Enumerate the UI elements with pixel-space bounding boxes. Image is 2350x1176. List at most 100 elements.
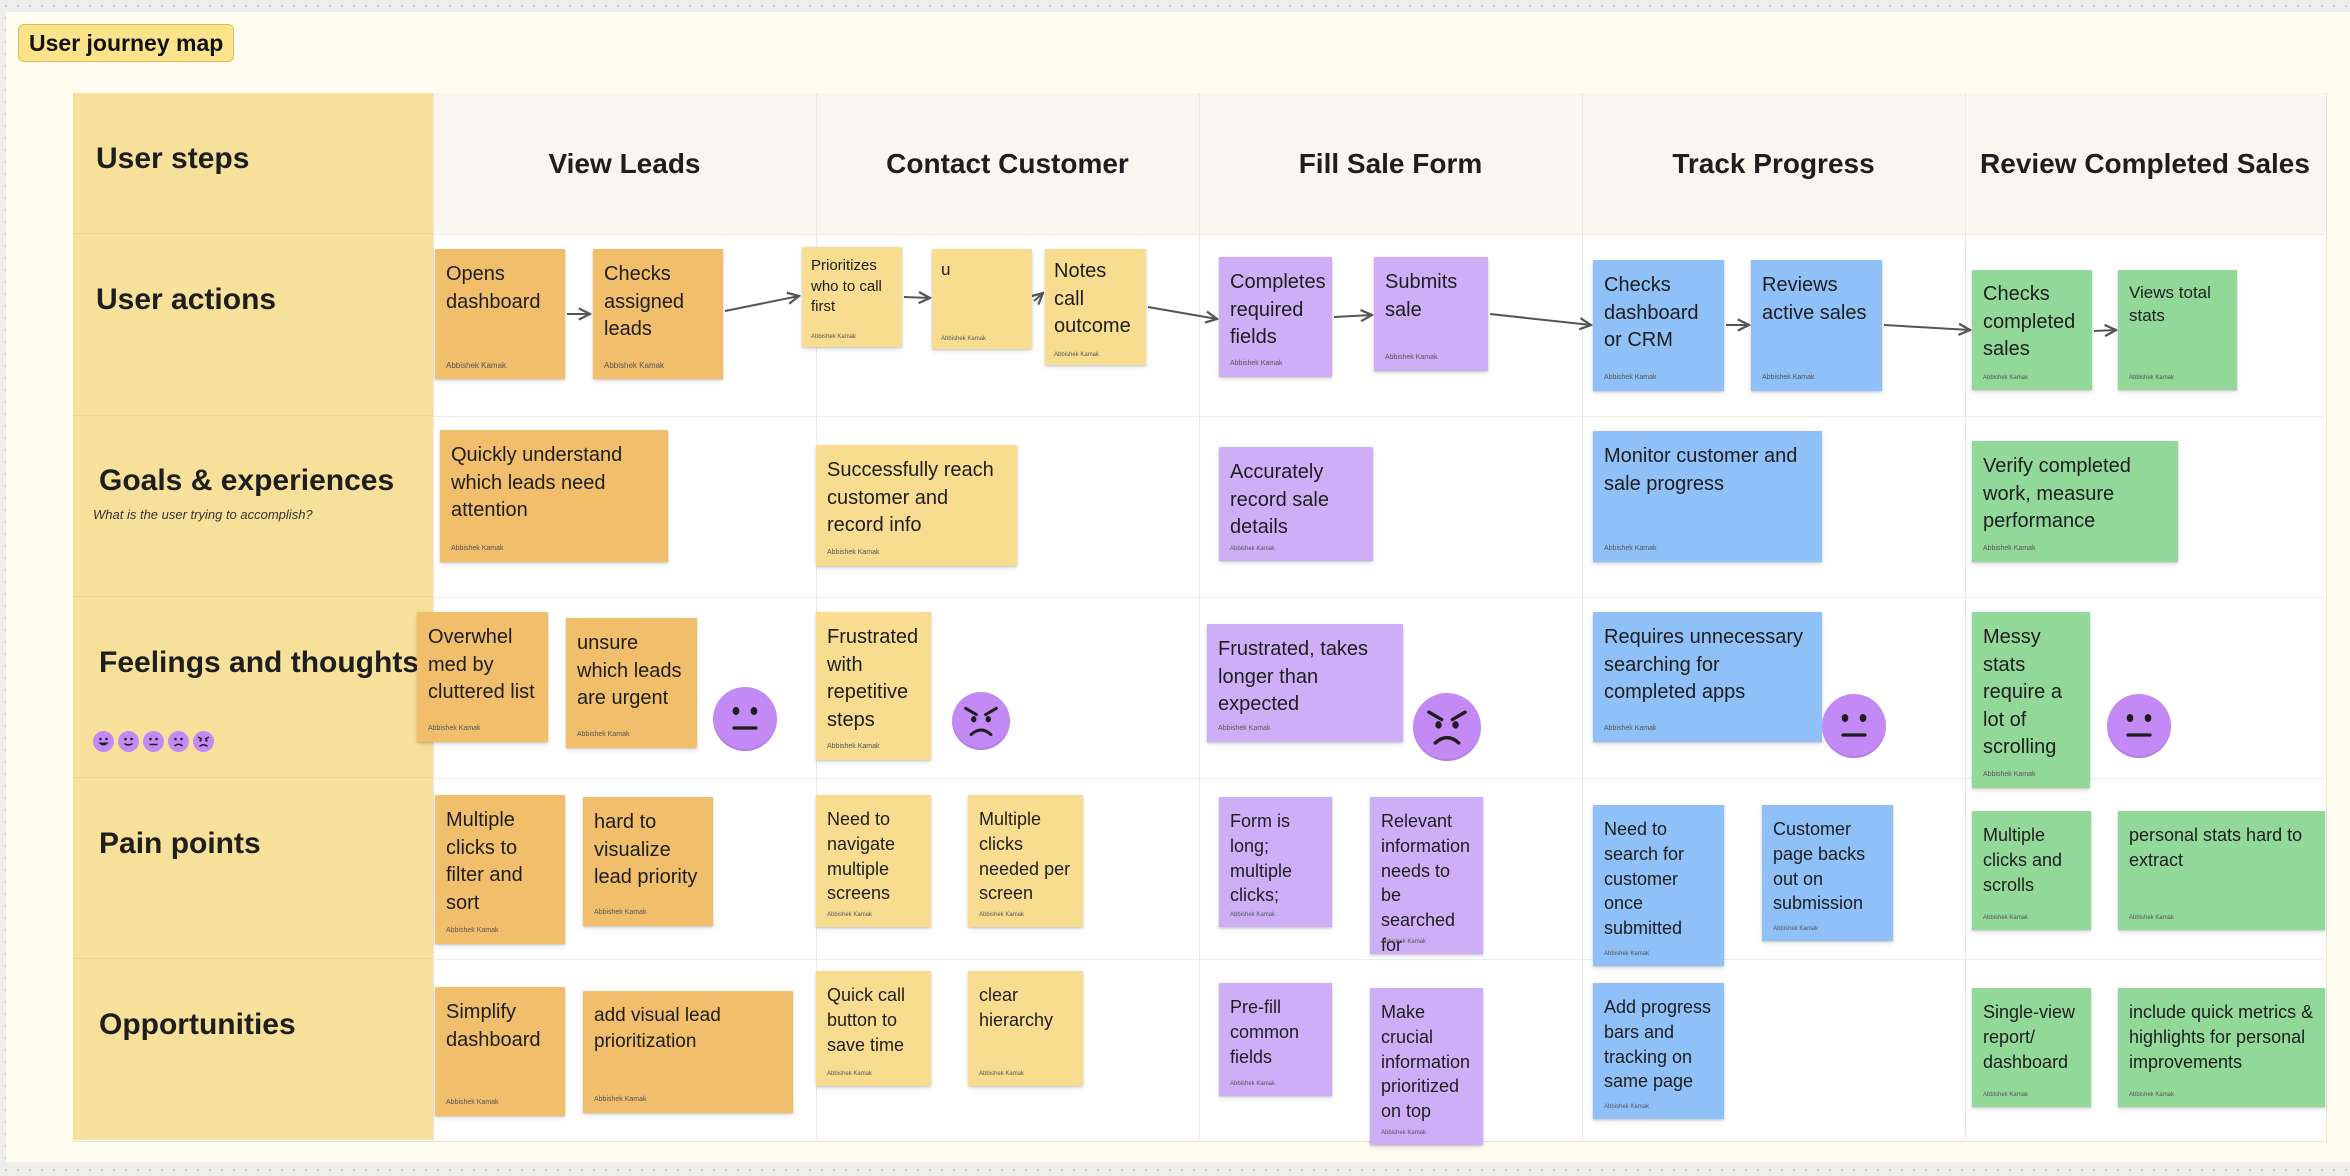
sticky-text: Checks assigned leads: [604, 263, 685, 341]
sticky-note[interactable]: Successfully reach customer and record i…: [816, 445, 1017, 566]
column-header-track-progress: Track Progress: [1672, 147, 1875, 179]
sticky-author: Abbishek Kamak: [1381, 938, 1427, 945]
sticky-text: unsure which leads are urgent: [577, 632, 682, 710]
row-divider: [433, 778, 2325, 779]
arrow-connector[interactable]: [1489, 313, 1591, 325]
sticky-author: Abbishek Kamak: [446, 927, 499, 935]
arrow-connector[interactable]: [1883, 325, 1970, 330]
sticky-author: Abbishek Kamak: [1604, 374, 1657, 382]
row-label-pain-points: Pain points: [99, 827, 261, 860]
row-label-user-actions: User actions: [96, 283, 277, 316]
sticky-text: Opens dashboard: [446, 263, 541, 313]
sticky-text: Multiple clicks and scrolls: [1983, 825, 2063, 895]
sticky-text: Verify completed work, measure performan…: [1983, 455, 2131, 533]
arrow-connector[interactable]: [1333, 315, 1372, 317]
sticky-note[interactable]: Add progress bars and tracking on same p…: [1593, 983, 1724, 1119]
angry-face-icon[interactable]: [193, 731, 214, 752]
sticky-author: Abbishek Kamak: [979, 1070, 1025, 1077]
arrow-connector[interactable]: [1147, 306, 1217, 319]
sticky-note[interactable]: Make crucial information prioritized on …: [1370, 988, 1483, 1145]
sticky-text: Quickly understand which leads need atte…: [451, 444, 623, 522]
arrow-connector[interactable]: [903, 297, 930, 298]
sticky-author: Abbishek Kamak: [604, 360, 665, 370]
neutral-face-icon[interactable]: [2107, 694, 2171, 758]
angry-face-icon[interactable]: [952, 692, 1010, 750]
sticky-text: Frustrated, takes longer than expected: [1218, 638, 1369, 716]
arrow-connector[interactable]: [724, 296, 799, 312]
neutral-face-icon[interactable]: [713, 687, 777, 751]
angry-face-icon[interactable]: [1413, 693, 1481, 761]
sticky-note[interactable]: Form is long; multiple clicks; Abbishek K…: [1219, 797, 1332, 927]
sticky-text: personal stats hard to extract: [2129, 825, 2303, 870]
sticky-note[interactable]: Relevant information needs to be searche…: [1370, 797, 1483, 955]
sticky-note[interactable]: Requires unnecessary searching for compl…: [1593, 612, 1822, 742]
sticky-text: Checks completed sales: [1983, 283, 2076, 361]
frowning-face-icon[interactable]: [168, 731, 189, 752]
grinning-face-icon[interactable]: [93, 731, 114, 752]
sticky-text: Completes required fields: [1230, 271, 1326, 349]
slightly-smiling-face-icon[interactable]: [118, 731, 139, 752]
row-label-user-steps: User steps: [96, 142, 250, 175]
sticky-author: Abbishek Kamak: [1983, 374, 2029, 381]
sticky-text: Form is long; multiple clicks;: [1230, 811, 1293, 906]
sticky-note[interactable]: include quick metrics & highlights for p…: [2118, 988, 2325, 1107]
sticky-author: Abbishek Kamak: [594, 909, 647, 917]
sticky-author: Abbishek Kamak: [1230, 911, 1276, 918]
sticky-text: Notes call outcome: [1054, 260, 1131, 338]
sticky-author: Abbishek Kamak: [979, 911, 1025, 918]
sticky-author: Abbishek Kamak: [2129, 1091, 2175, 1098]
header-row: [433, 93, 2325, 235]
sticky-text: u: [941, 260, 951, 279]
sticky-text: Pre-fill common fields: [1230, 997, 1300, 1067]
arrow-connector[interactable]: [2093, 330, 2116, 331]
board-title[interactable]: User journey map: [18, 24, 235, 62]
sticky-author: Abbishek Kamak: [1983, 771, 2036, 779]
neutral-face-icon[interactable]: [143, 731, 164, 752]
arrow-connector[interactable]: [1034, 293, 1043, 301]
sticky-note[interactable]: Quickly understand which leads need atte…: [440, 430, 668, 562]
row-label-feelings: Feelings and thoughts: [99, 646, 419, 679]
sticky-note[interactable]: Need to search for customer once submitt…: [1593, 805, 1724, 966]
sticky-note[interactable]: Verify completed work, measure performan…: [1972, 441, 2178, 562]
column-header-view-leads: View Leads: [548, 147, 701, 179]
sticky-text: Overwhel med by cluttered list: [428, 626, 535, 704]
neutral-face-icon[interactable]: [1822, 694, 1886, 758]
sticky-author: Abbishek Kamak: [827, 1070, 873, 1077]
sticky-author: Abbishek Kamak: [594, 1096, 647, 1104]
sticky-text: Messy stats require a lot of scrolling: [1983, 626, 2062, 759]
sticky-text: Successfully reach customer and record i…: [827, 459, 994, 537]
sticky-text: Views total stats: [2129, 283, 2211, 326]
sticky-text: Multiple clicks needed per screen: [979, 809, 1071, 904]
